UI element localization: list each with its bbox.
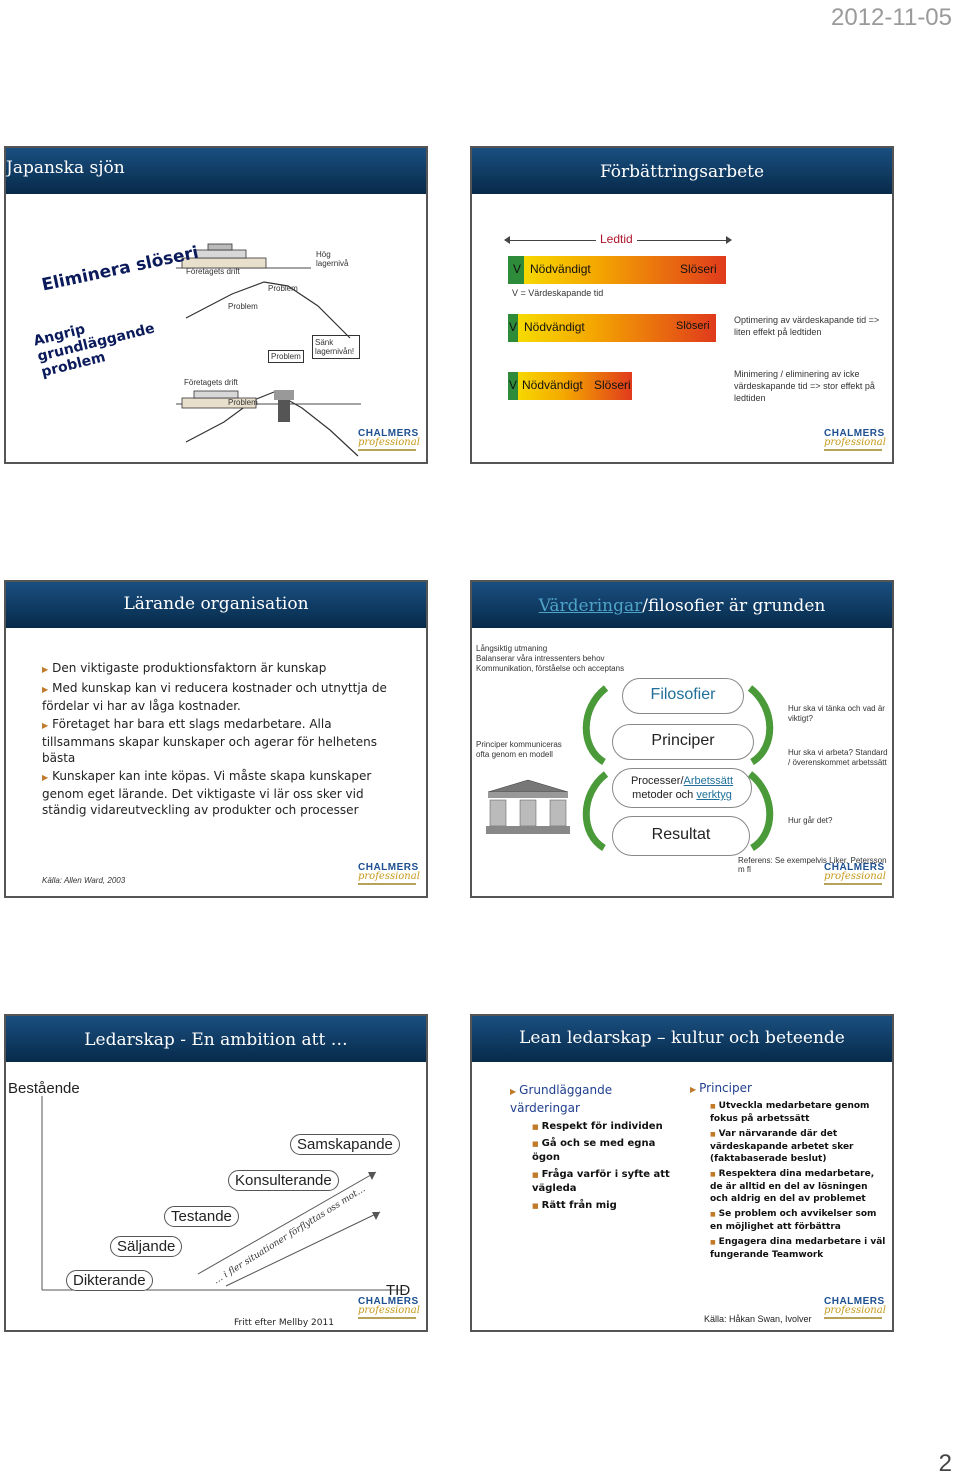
- slide-header: [472, 1016, 892, 1062]
- lead-time-label: Ledtid: [596, 232, 637, 246]
- slide-header: [6, 582, 426, 628]
- ship-label: Företagets drift: [186, 267, 240, 276]
- source-note: Källa: Allen Ward, 2003: [42, 876, 126, 885]
- problem-box: Problem: [268, 350, 304, 363]
- bullet-list: ▶Den viktigaste produktionsfaktorn är ku…: [42, 660, 398, 818]
- x-axis-label: TID: [386, 1282, 411, 1299]
- ship-label: Företagets drift: [184, 378, 238, 387]
- philosophy-box: Filosofier: [622, 678, 744, 714]
- chalmers-logo: CHALMERS professional: [824, 1296, 886, 1322]
- list-item: ▶Företaget har bara ett slags medarbetar…: [42, 717, 377, 765]
- list-item: ▶Med kunskap kan vi reducera kostnader o…: [42, 681, 387, 713]
- necessary-label: Nödvändigt: [530, 262, 591, 276]
- slide-title: Ledarskap - En ambition att …: [84, 1030, 348, 1050]
- slide-title: Värderingar/filosofier är grunden: [538, 596, 826, 616]
- question-result: Hur går det?: [788, 816, 833, 825]
- y-axis-label: Bestående: [8, 1080, 80, 1097]
- question-principles: Hur ska vi arbeta? Standard / överenskom…: [788, 748, 888, 767]
- source-note: Källa: Håkan Swan, Ivolver: [704, 1314, 812, 1324]
- slide-title: Lean ledarskap – kultur och beteende: [519, 1028, 845, 1048]
- left-note: Principer kommuniceras ofta genom en mod…: [476, 740, 562, 759]
- slide-larande-organisation: Lärande organisation ▶Den viktigaste pro…: [4, 580, 428, 898]
- reference-note: Referens: Se exempelvis Liker, Petersson…: [738, 856, 887, 874]
- slide-header: [6, 148, 426, 194]
- value-marker: V: [513, 262, 522, 276]
- slide-japanska-sjon: Japanska sjön Eliminera slöseri Angrip g…: [4, 146, 428, 464]
- top-note: Långsiktig utmaning Balanserar våra intr…: [476, 644, 625, 673]
- high-level-label: Hög lagernivå: [316, 250, 349, 268]
- stage-testande: Testande: [164, 1206, 239, 1227]
- list-item: ■Gå och se med egna ögon: [532, 1138, 656, 1163]
- stage-konsulterande: Konsulterande: [228, 1170, 339, 1191]
- document-date: 2012-11-05: [831, 4, 952, 31]
- problem-label: Problem: [268, 284, 298, 293]
- leadership-diagram: [41, 1096, 406, 1291]
- timeline-bar: V Nödvändigt Slöseri: [508, 314, 716, 342]
- list-item: ■Utveckla medarbetare genom fokus på arb…: [710, 1101, 870, 1124]
- principles-heading: ▶Principer: [690, 1081, 752, 1095]
- timeline-bar: V Nödvändigt Slöseri: [508, 372, 632, 400]
- result-box: Resultat: [612, 816, 750, 856]
- title-link[interactable]: Värderingar: [538, 596, 643, 616]
- flow-arrows: [747, 685, 774, 852]
- chalmers-logo: CHALMERS professional: [358, 862, 420, 888]
- slide-title: Japanska sjön: [6, 158, 125, 178]
- question-philosophy: Hur ska vi tänka och vad är viktigt?: [788, 704, 885, 723]
- list-item: ▶Den viktigaste produktionsfaktorn är ku…: [42, 661, 327, 675]
- ship-icon: [181, 243, 267, 269]
- chalmers-logo: CHALMERS professional: [358, 428, 420, 454]
- house-model-icon: [486, 779, 570, 834]
- chalmers-logo: CHALMERS professional: [824, 428, 886, 454]
- slide-title: Förbättringsarbete: [599, 162, 765, 182]
- slide-lean-ledarskap: Lean ledarskap – kultur och beteende ▶Gr…: [470, 1014, 894, 1332]
- list-item: ■Var närvarande där det värdeskapande ar…: [710, 1129, 854, 1164]
- problem-label: Problem: [228, 398, 258, 407]
- ship-icon: [181, 390, 257, 409]
- slide-ledarskap: Ledarskap - En ambition att … Bestående …: [4, 1014, 428, 1332]
- list-item: ■Se problem och avvikelser som en möjlig…: [710, 1209, 877, 1232]
- list-item: ▶Kunskaper kan inte köpas. Vi måste skap…: [42, 769, 372, 817]
- minimization-note: Minimering / eliminering av icke värdesk…: [734, 369, 875, 403]
- principles-box: Principer: [612, 724, 754, 760]
- lower-level-box: Sänk lagernivån!: [312, 335, 360, 359]
- page-number: 2: [938, 1450, 952, 1477]
- processes-box: Processer/Arbetssätt metoder och verktyg: [612, 768, 752, 808]
- slide-varderingar: Värderingar/filosofier är grunden Långsi…: [470, 580, 894, 898]
- slide-header: [472, 148, 892, 194]
- values-column: ▶Grundläggande värderingar ■Respekt för …: [510, 1082, 680, 1213]
- waste-label: Slöseri: [680, 262, 717, 276]
- lake-diagram: [176, 243, 361, 457]
- chalmers-logo: CHALMERS professional: [824, 862, 886, 888]
- values-heading: ▶Grundläggande värderingar: [510, 1083, 613, 1115]
- stage-dikterande: Dikterande: [66, 1270, 153, 1291]
- list-item: ■Engagera dina medarbetare i väl fungera…: [710, 1237, 886, 1260]
- source-note: Fritt efter Mellby 2011: [234, 1318, 334, 1328]
- slide-forbattringsarbete: Förbättringsarbete Ledtid V Nödvändigt S…: [470, 146, 894, 464]
- stage-samskapande: Samskapande: [290, 1134, 400, 1155]
- list-item: ■Rätt från mig: [532, 1200, 617, 1211]
- problem-label: Problem: [228, 302, 258, 311]
- slide-header: [6, 1016, 426, 1062]
- slide-title: Lärande organisation: [123, 594, 309, 614]
- slide-header: [472, 582, 892, 628]
- list-item: ■Fråga varför i syfte att vägleda: [532, 1169, 670, 1194]
- list-item: ■Respekt för individen: [532, 1121, 663, 1132]
- list-item: ■Respektera dina medarbetare, de är allt…: [710, 1169, 875, 1204]
- stage-saljande: Säljande: [110, 1236, 183, 1257]
- principles-list: ■Utveckla medarbetare genom fokus på arb…: [690, 1100, 886, 1261]
- chalmers-logo: CHALMERS professional: [358, 1296, 420, 1322]
- values-list: ■Respekt för individen ■Gå och se med eg…: [510, 1120, 680, 1213]
- optimization-note: Optimering av värdeskapande tid => liten…: [734, 315, 880, 337]
- principles-column: ▶Principer ■Utveckla medarbetare genom f…: [690, 1080, 886, 1261]
- flow-arrows: [582, 685, 609, 852]
- timeline-bar: V Nödvändigt Slöseri: [508, 256, 726, 284]
- value-legend: V = Värdeskapande tid: [512, 288, 604, 298]
